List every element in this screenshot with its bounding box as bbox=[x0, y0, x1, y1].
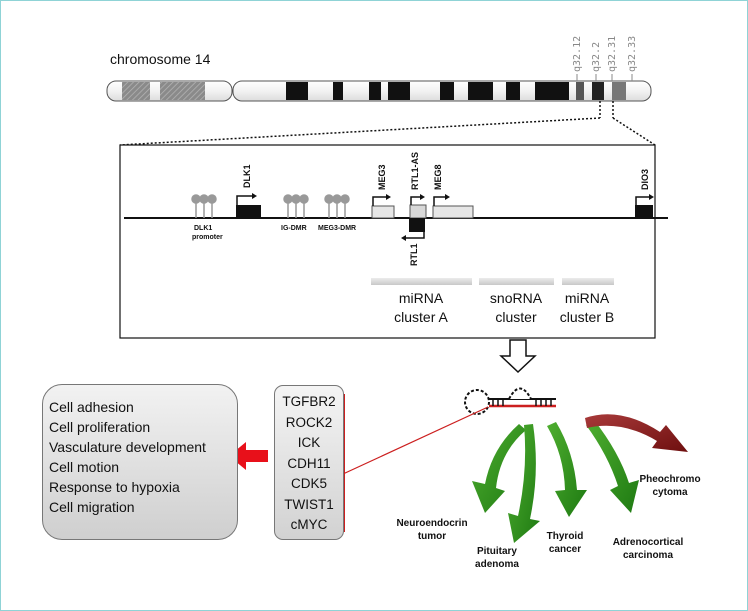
target-gene: cMYC bbox=[290, 517, 328, 532]
ig-dmr-label: IG-DMR bbox=[281, 225, 307, 232]
band-label: q32.31 bbox=[607, 36, 618, 72]
dlk1-promoter-label: promoter bbox=[192, 234, 223, 241]
tumor-label-neuroendocrine: Neuroendocrin bbox=[396, 518, 467, 529]
chromosome-label: chromosome 14 bbox=[110, 51, 211, 67]
function-item: Cell proliferation bbox=[49, 419, 151, 435]
target-gene: ICK bbox=[297, 435, 321, 450]
zoom-lines bbox=[119, 101, 656, 146]
function-item: Cell motion bbox=[49, 459, 120, 475]
tumor-label-pheochromocytoma: cytoma bbox=[652, 487, 687, 498]
gene-label-rtl1: RTL1 bbox=[409, 244, 419, 267]
target-connector bbox=[342, 406, 489, 475]
tumor-label-neuroendocrine: tumor bbox=[418, 531, 446, 542]
tumor-label-pituitary: Pituitary bbox=[477, 546, 517, 557]
band-label: q32.2 bbox=[591, 42, 602, 72]
function-item: Response to hypoxia bbox=[49, 479, 180, 495]
tumor-label-thyroid: cancer bbox=[549, 544, 581, 555]
target-gene: CDK5 bbox=[290, 476, 327, 491]
red-arrow-icon bbox=[229, 442, 268, 470]
band-label: q32.33 bbox=[627, 36, 638, 72]
cluster-label: miRNA bbox=[565, 290, 610, 306]
target-gene: CDH11 bbox=[287, 455, 331, 471]
target-genes-box: TGFBR2 ROCK2 ICK CDH11 CDK5 TWIST1 cMYC bbox=[274, 385, 344, 540]
tumor-label-thyroid: Thyroid bbox=[547, 531, 584, 542]
target-gene: ROCK2 bbox=[285, 414, 333, 430]
cluster-label: miRNA bbox=[399, 290, 444, 306]
methylation-marks bbox=[191, 194, 350, 218]
gene-label-meg8: MEG8 bbox=[433, 164, 443, 190]
tumor-label-pheochromocytoma: Pheochromo bbox=[639, 474, 700, 485]
function-item: Cell adhesion bbox=[49, 399, 134, 415]
cluster-label: snoRNA bbox=[490, 290, 543, 306]
cluster-bars bbox=[371, 278, 614, 285]
locus-panel bbox=[119, 144, 656, 339]
chromosome-ideogram bbox=[106, 80, 652, 102]
cluster-label: cluster B bbox=[560, 309, 614, 325]
cluster-label: cluster A bbox=[394, 309, 448, 325]
upregulation-arrow-icon bbox=[585, 414, 688, 452]
meg3-dmr-label: MEG3-DMR bbox=[318, 225, 356, 232]
function-item: Cell migration bbox=[49, 499, 135, 515]
gene-label-dio3: DIO3 bbox=[640, 169, 650, 190]
tumor-label-adrenocortical: carcinoma bbox=[623, 550, 673, 561]
tumor-label-pituitary: adenoma bbox=[475, 559, 519, 570]
gene-label-rtl1-as: RTL1-AS bbox=[410, 152, 420, 190]
target-gene: TWIST1 bbox=[284, 496, 334, 512]
gene-features bbox=[236, 193, 654, 241]
cellular-functions-box: Cell adhesion Cell proliferation Vascula… bbox=[42, 384, 238, 540]
band-label: q32.12 bbox=[572, 36, 583, 72]
gene-label-meg3: MEG3 bbox=[377, 164, 387, 190]
cluster-label: cluster bbox=[495, 309, 537, 325]
tumor-label-adrenocortical: Adrenocortical bbox=[613, 537, 684, 548]
mirna-hairpin-icon bbox=[464, 387, 556, 415]
downregulation-arrows bbox=[472, 420, 639, 543]
band-ticks bbox=[576, 74, 633, 81]
target-gene: TGFBR2 bbox=[282, 394, 336, 409]
down-arrow-icon bbox=[499, 339, 537, 374]
gene-label-dlk1: DLK1 bbox=[242, 164, 252, 188]
function-item: Vasculature development bbox=[49, 439, 206, 455]
dlk1-promoter-label: DLK1 bbox=[194, 225, 212, 232]
